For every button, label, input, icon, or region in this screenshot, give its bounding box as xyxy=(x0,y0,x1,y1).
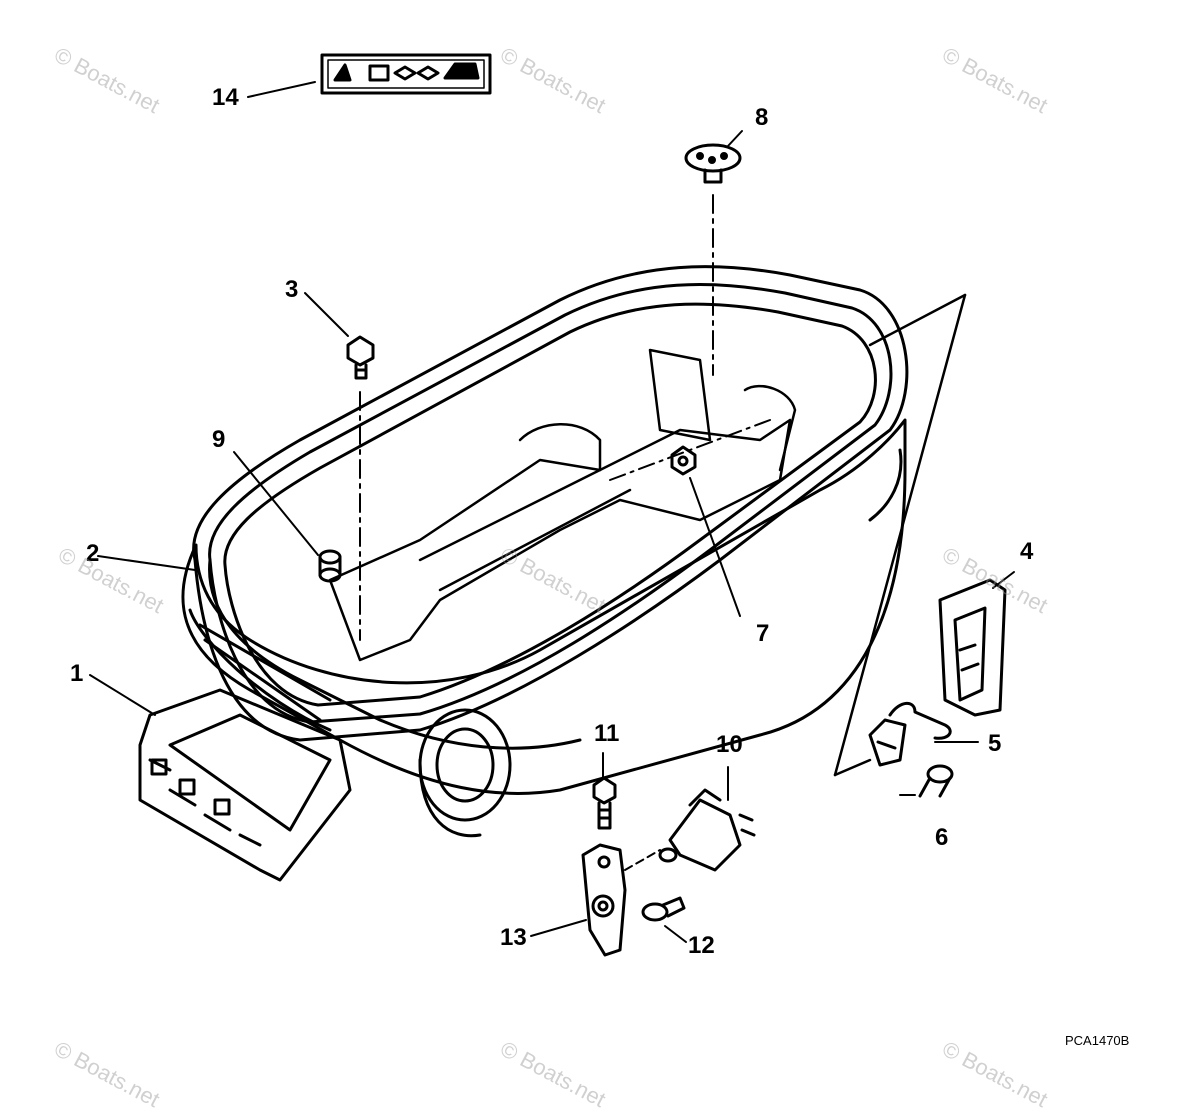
screw-6-icon xyxy=(899,764,954,798)
exhaust-housing xyxy=(418,708,512,838)
rear-handle xyxy=(138,688,352,882)
callout-1: 1 xyxy=(70,660,84,687)
callout-4: 4 xyxy=(1020,538,1034,565)
bolt-11-icon xyxy=(592,776,617,830)
knob-8-icon xyxy=(684,143,742,376)
callout-5: 5 xyxy=(988,730,1002,757)
inner-bracket xyxy=(328,348,797,662)
callout-13: 13 xyxy=(500,924,527,951)
callout-11: 11 xyxy=(594,720,620,747)
callout-10: 10 xyxy=(716,731,743,758)
callout-7: 7 xyxy=(756,620,770,647)
latch-4-icon xyxy=(938,578,1007,717)
callout-12: 12 xyxy=(688,932,715,959)
decal-14-icon xyxy=(320,53,492,95)
callout-8: 8 xyxy=(755,104,769,131)
grommet-9-icon xyxy=(318,549,342,583)
connector-10-icon xyxy=(658,788,756,872)
callout-2: 2 xyxy=(86,540,100,567)
bolt-3-icon xyxy=(346,335,375,641)
nut-7-icon xyxy=(609,419,771,481)
parts-diagram xyxy=(89,53,1015,957)
drawing-code: PCA1470B xyxy=(1065,1033,1130,1048)
screw-12-icon xyxy=(641,896,686,922)
callout-9: 9 xyxy=(212,426,226,453)
callout-3: 3 xyxy=(285,276,299,303)
cover-seal-rim xyxy=(188,265,909,742)
spring-clip-5-icon xyxy=(868,701,952,767)
callout-14: 14 xyxy=(212,84,239,111)
bracket-13-icon xyxy=(581,843,661,957)
leader-guide xyxy=(833,293,967,777)
leader-lines xyxy=(89,81,1015,943)
callout-6: 6 xyxy=(935,824,949,851)
